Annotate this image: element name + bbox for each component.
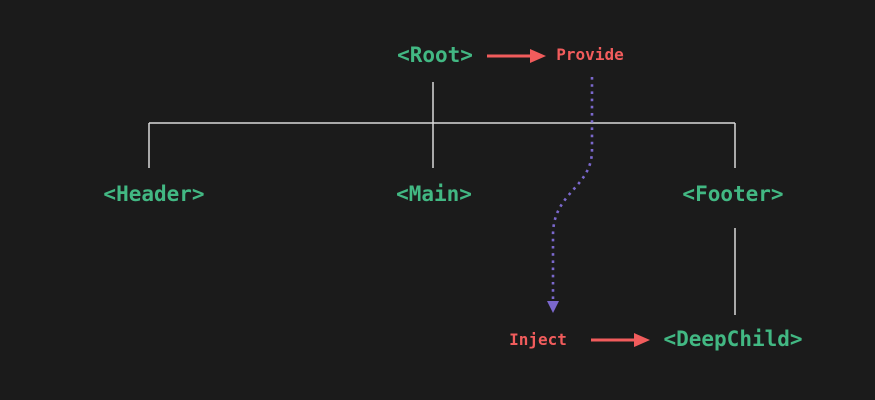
provide-label: Provide [556,45,624,64]
deep-child-node: <DeepChild> [663,327,803,351]
footer-node: <Footer> [682,182,784,206]
provide-arrow-icon [487,49,546,63]
header-node: <Header> [103,182,205,206]
provide-flow-arrowhead-icon [547,301,559,313]
inject-label: Inject [509,330,567,349]
provide-flow-dotted-line [551,77,594,300]
root-node: <Root> [397,43,473,67]
main-node: <Main> [396,182,472,206]
inject-arrow-icon [591,333,650,347]
